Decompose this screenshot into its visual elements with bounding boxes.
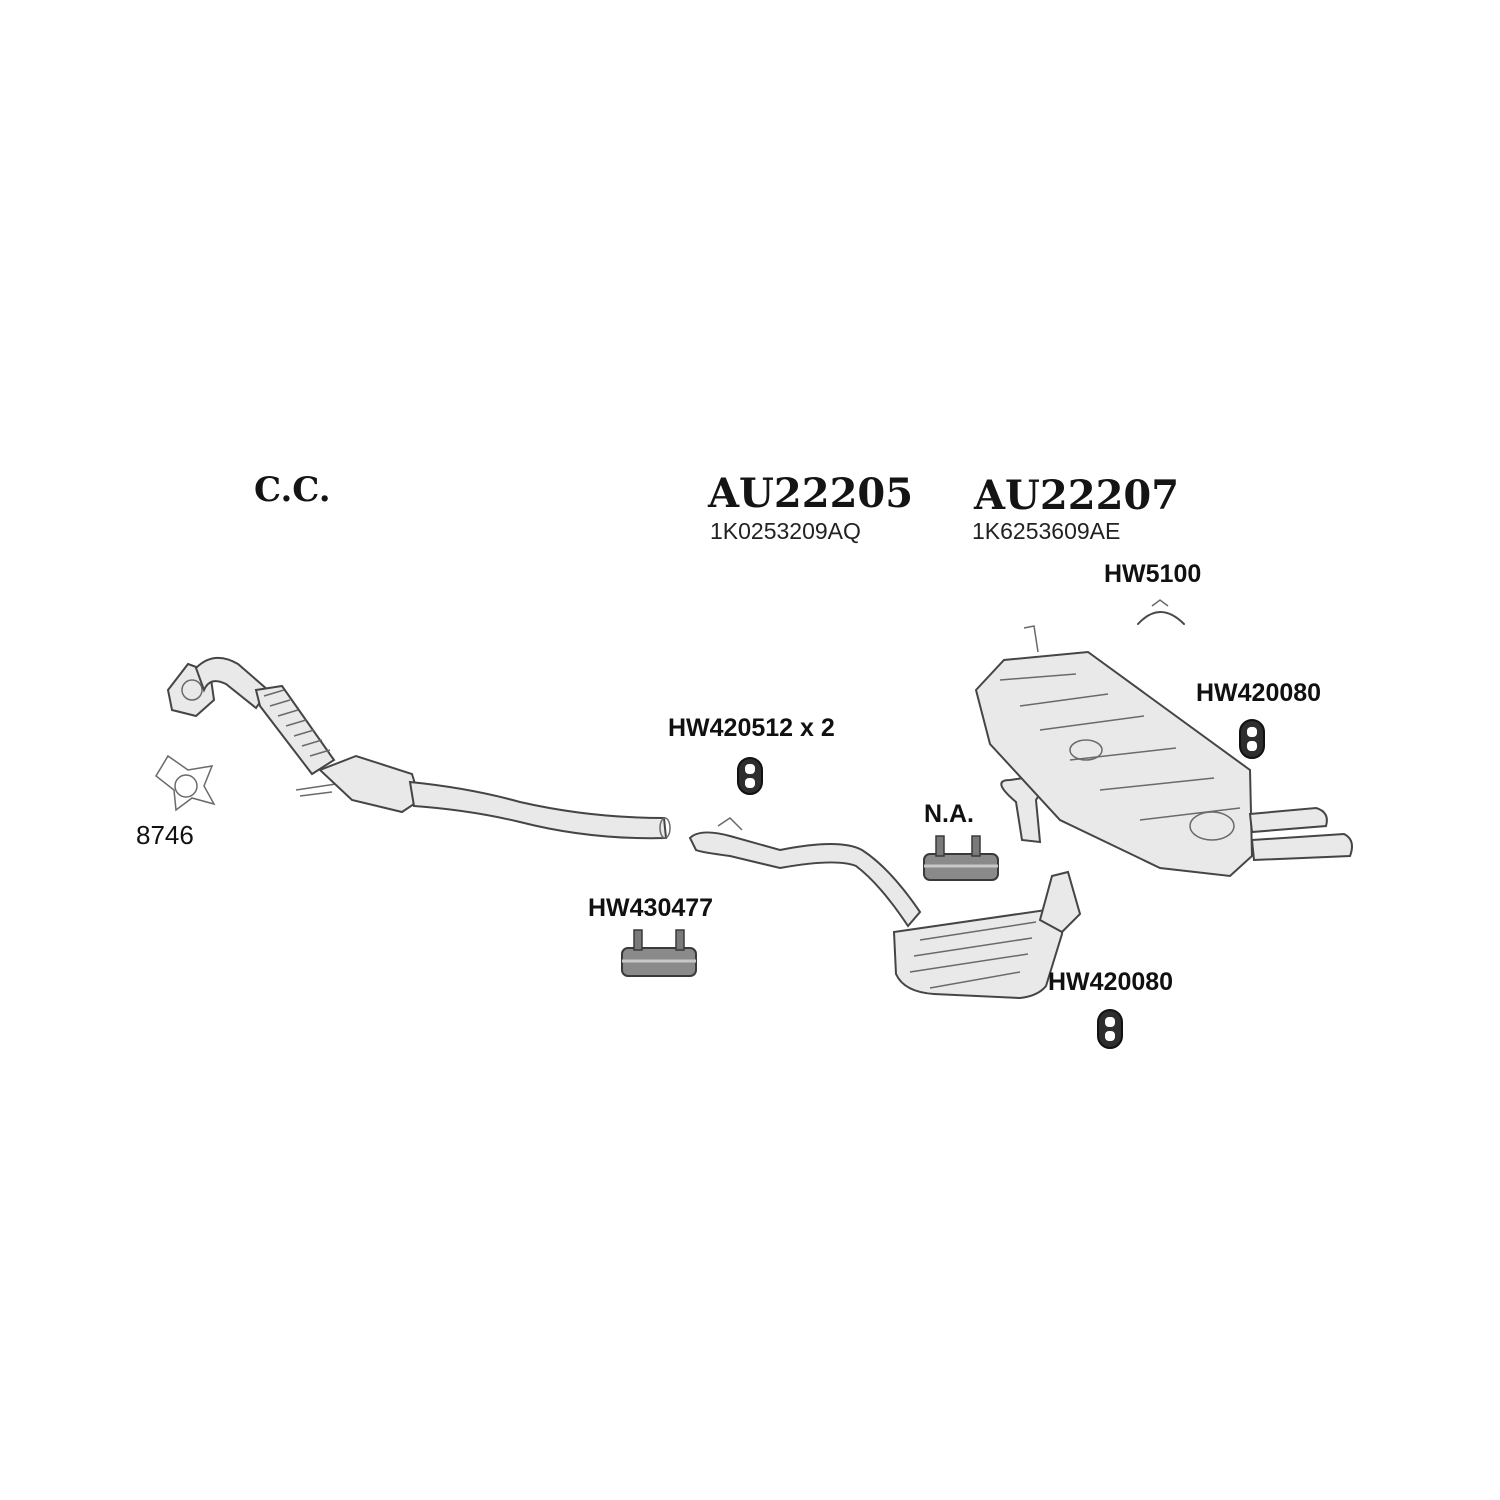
gasket-bore (174, 774, 198, 798)
clamp-na (923, 835, 999, 881)
rubber-mount-left (737, 757, 763, 795)
intermediate-pipe (408, 780, 668, 840)
rubber-left-label: HW420512 x 2 (668, 714, 835, 742)
hanger-top-label: HW5100 (1104, 560, 1202, 588)
flange-gasket (155, 754, 216, 812)
tailpipe-lower (1250, 832, 1353, 862)
silencer-outlet-pipe (1038, 870, 1082, 934)
tailpipe-upper (1248, 806, 1328, 834)
rear-silencer-box (974, 650, 1254, 878)
front-mid-pipe (688, 831, 922, 928)
hanger-hw5100-tab (1151, 599, 1169, 607)
rubber-mount-right (1239, 719, 1265, 759)
rear-box-dimple-2 (1189, 811, 1235, 841)
mid-pipe-hook (717, 817, 743, 831)
rubber-right-label: HW420080 (1196, 679, 1322, 707)
cc-label: C.C. (254, 470, 331, 510)
rubber-bottom-label: HW420080 (1048, 968, 1174, 996)
gasket-label: 8746 (136, 820, 194, 850)
pipe-bracket (295, 783, 337, 797)
front-pipe-code: AU22205 (708, 470, 914, 517)
pipe-end (659, 817, 671, 839)
rubber-mount-bottom (1097, 1009, 1123, 1049)
silencer-ribs (909, 921, 1037, 989)
rear-box-hanger-pin (1023, 625, 1039, 653)
rear-box-ribs (999, 673, 1241, 821)
front-pipe-oem: 1K0253209AQ (710, 518, 861, 544)
rear-box-dimple (1069, 739, 1103, 761)
catalytic-converter (318, 754, 422, 814)
clamp-na-label: N.A. (924, 800, 974, 828)
clamp-left-label: HW430477 (588, 894, 714, 922)
centre-silencer-assembly (688, 817, 1082, 1000)
rear-silencer-assembly (974, 625, 1353, 878)
rear-box-oem: 1K6253609AE (972, 518, 1121, 544)
flexi-ribs (263, 689, 331, 757)
flange-bore (181, 679, 203, 701)
hanger-hw5100 (1137, 611, 1185, 625)
centre-silencer (892, 908, 1064, 1000)
downpipe-bend (194, 657, 270, 710)
downpipe-catalyst-assembly (166, 657, 671, 840)
clamp-hw430477 (621, 929, 697, 977)
rear-box-code: AU22207 (974, 472, 1180, 519)
flexible-pipe (254, 684, 336, 776)
